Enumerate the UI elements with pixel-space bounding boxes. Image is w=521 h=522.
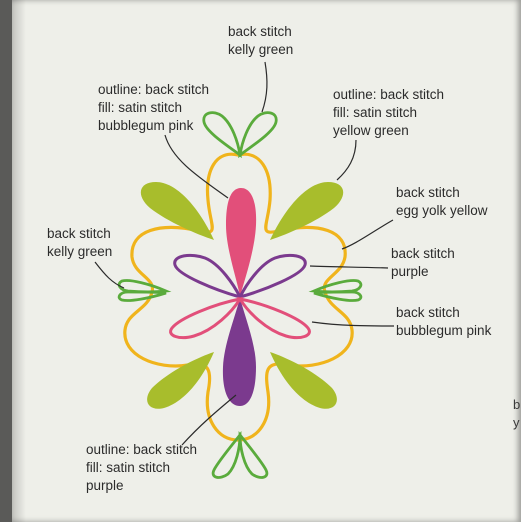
green-loop-right-upper (308, 279, 363, 294)
green-loop-top-right (238, 111, 278, 159)
purple-center-petal (222, 298, 256, 406)
pink-center-petal (226, 188, 257, 296)
leaf-lower-left (147, 352, 214, 409)
purple-loop-right (237, 253, 307, 300)
pink-loop-left (169, 296, 244, 340)
leader-left (94, 261, 125, 289)
leader-purple (309, 265, 389, 269)
green-loop-right-lower (313, 290, 363, 302)
green-loop-bottom-left (211, 431, 242, 479)
leader-bottom (181, 394, 237, 446)
green-loop-top-left (202, 111, 242, 159)
leaf-upper-right (270, 182, 344, 240)
outline-egg-yolk-yellow (123, 152, 354, 442)
leaf-upper-left (140, 182, 214, 240)
page-gutter-shadow (12, 0, 26, 522)
leader-outline (341, 219, 394, 250)
leader-lines (94, 61, 395, 446)
leader-pink (311, 321, 395, 327)
leader-top (261, 61, 268, 113)
pink-loop-right (236, 296, 311, 340)
leader-upper-left (164, 134, 229, 199)
green-loop-left-lower (117, 290, 167, 302)
green-loop-left-upper (117, 279, 172, 294)
leader-upper-right (336, 139, 357, 181)
leaf-lower-right (270, 352, 337, 409)
purple-loop-left (173, 253, 243, 300)
green-loop-bottom-right (238, 431, 269, 479)
